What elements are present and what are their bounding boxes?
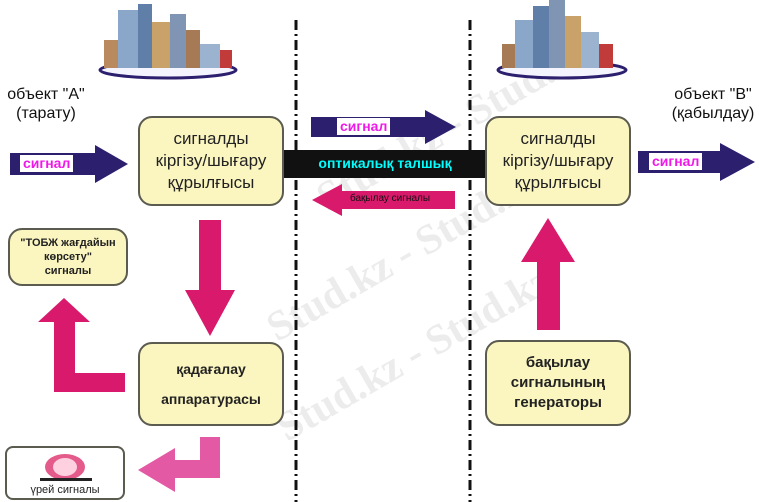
right-io-device-box: сигналды кіргізу/шығару құрылғысы xyxy=(485,116,631,206)
object-a-title: объект "А" xyxy=(7,86,85,103)
object-b-label: объект "В" (қабылдау) xyxy=(667,85,759,123)
fiber-bar xyxy=(283,150,487,178)
buildings-a-icon xyxy=(98,4,238,80)
buildings-b-icon xyxy=(496,0,628,80)
text-line: құрылғысы xyxy=(514,173,602,192)
control-signal-label: бақылау сигналы xyxy=(350,193,431,204)
text-line: аппаратурасы xyxy=(161,391,261,407)
l-left-arrow xyxy=(138,437,220,492)
l-up-arrow xyxy=(38,298,125,392)
object-a-label: объект "А" (тарату) xyxy=(0,85,92,123)
alarm-signal-label: үрей сигналы xyxy=(30,484,100,496)
control-signal-arrow xyxy=(312,184,455,216)
text-line: құрылғысы xyxy=(167,173,255,192)
left-io-device-box: сигналды кіргізу/шығару құрылғысы xyxy=(138,116,284,206)
text-line: қадағалау xyxy=(176,361,246,377)
monitoring-equipment-box: қадағалау аппаратурасы xyxy=(138,342,284,426)
object-b-subtitle: (қабылдау) xyxy=(671,105,755,122)
object-a-subtitle: (тарату) xyxy=(16,105,76,122)
signal-out-label: сигнал xyxy=(649,153,703,170)
text-line: сигналының xyxy=(510,374,606,391)
text-line: көрсету" xyxy=(43,251,93,263)
text-line: "ТОБЖ жағдайын xyxy=(20,237,116,249)
text-line: сигналы xyxy=(44,265,92,277)
alarm-light-icon xyxy=(40,454,92,481)
text-line: сигналды xyxy=(173,129,249,148)
up-arrow xyxy=(521,218,575,330)
object-b-title: объект "В" xyxy=(674,86,752,103)
control-signal-generator-box: бақылау сигналының генераторы xyxy=(485,340,631,426)
text-line: кіргізу/шығару xyxy=(502,151,614,170)
alarm-signal-box: үрей сигналы xyxy=(5,446,125,500)
text-line: сигналды xyxy=(520,129,596,148)
text-line: генераторы xyxy=(514,394,602,411)
signal-in-label: сигнал xyxy=(20,155,74,172)
down-arrow xyxy=(185,220,235,336)
signal-forward-label: сигнал xyxy=(337,118,391,135)
text-line: бақылау xyxy=(525,354,591,371)
text-line: кіргізу/шығару xyxy=(155,151,267,170)
fiber-label: оптикалық талшық xyxy=(318,155,452,171)
tobzh-status-box: "ТОБЖ жағдайын көрсету" сигналы xyxy=(8,228,128,286)
